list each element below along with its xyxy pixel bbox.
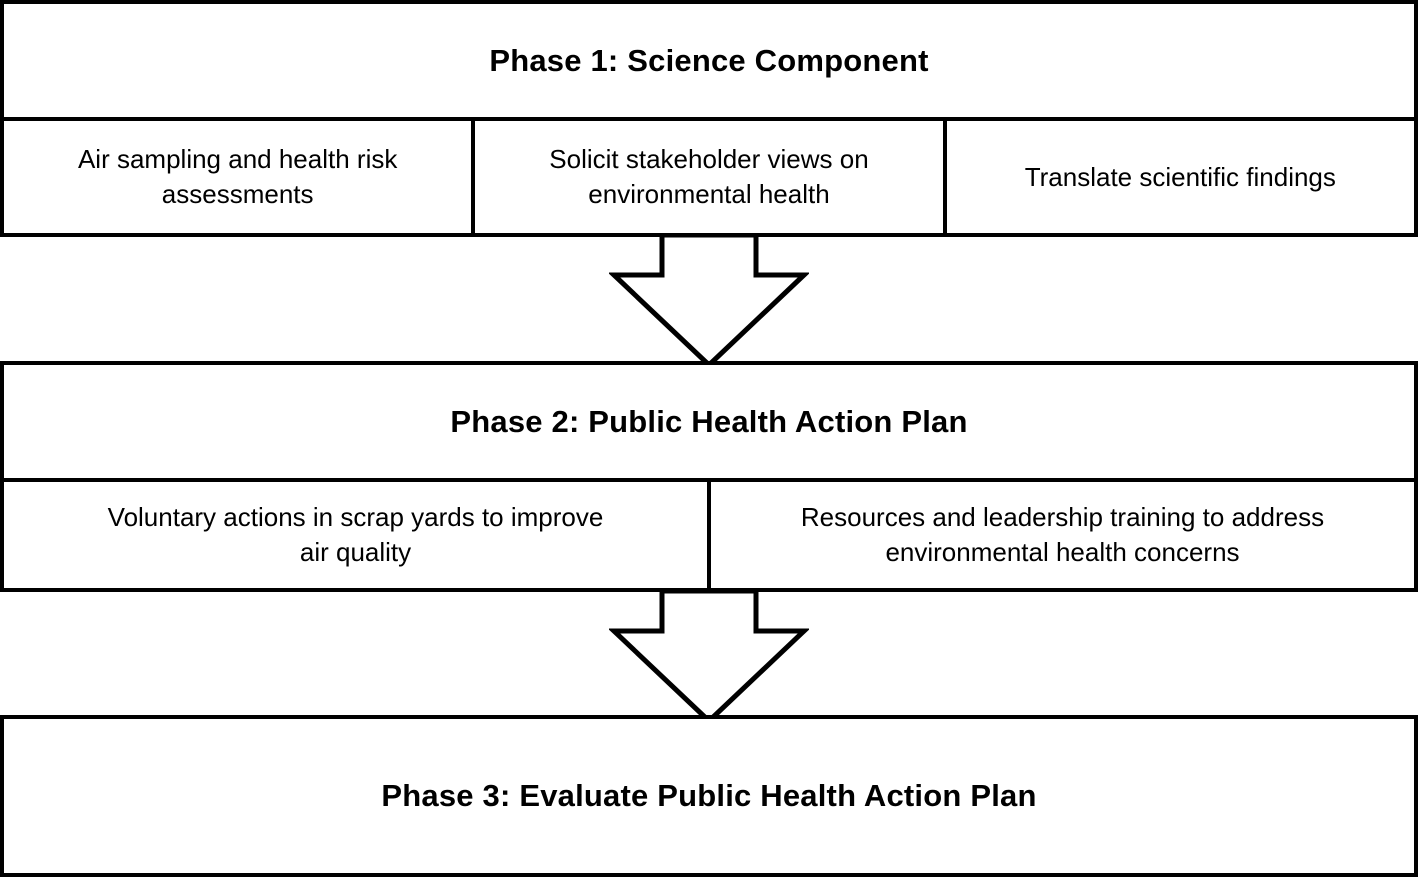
down-arrow-icon [609,589,809,723]
phase2-cells-row: Voluntary actions in scrap yards to impr… [4,478,1414,588]
cell-stakeholder-views: Solicit stakeholder views on environment… [471,121,942,233]
cell-translate-findings: Translate scientific findings [942,121,1414,233]
cell-air-sampling: Air sampling and health risk assessments [77,144,398,209]
phase3-title: Phase 3: Evaluate Public Health Action P… [381,778,1037,813]
phase1-box: Phase 1: Science Component Air sampling … [0,0,1418,237]
phase3-box: Phase 3: Evaluate Public Health Action P… [0,715,1418,877]
phase1-cells-row: Air sampling and health risk assessments… [4,117,1414,233]
phase2-title: Phase 2: Public Health Action Plan [450,403,968,439]
cell-voluntary-actions: Voluntary actions in scrap yards to impr… [107,502,604,567]
phase1-title: Phase 1: Science Component [489,42,929,78]
down-arrow-icon [609,233,809,367]
cell-resources-training: Resources and leadership training to add… [707,482,1414,588]
phase2-box: Phase 2: Public Health Action Plan Volun… [0,361,1418,592]
